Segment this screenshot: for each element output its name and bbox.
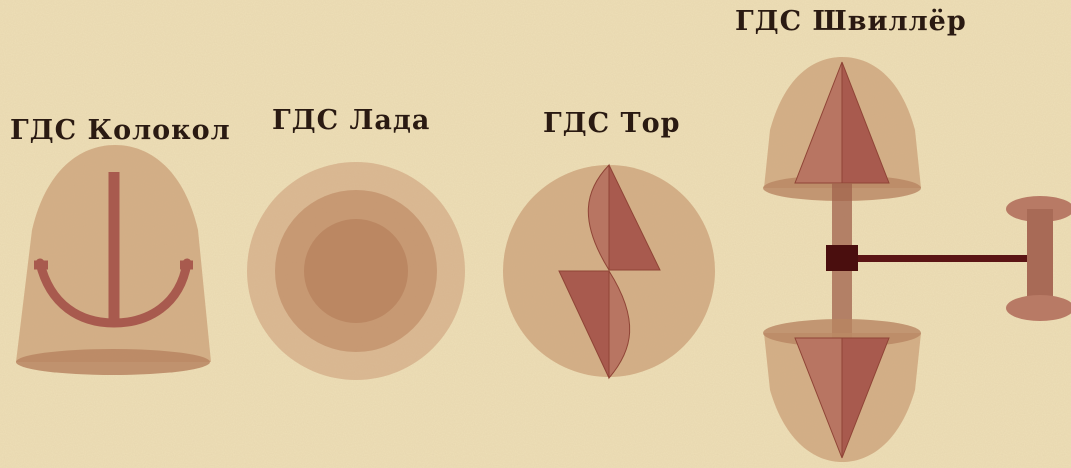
shviller-coupling [826, 245, 858, 271]
label-kolokol: ГДС Колокол [10, 115, 231, 146]
figure-lada [247, 162, 465, 380]
spool-bottom-flange [1006, 295, 1071, 321]
label-tor: ГДС Тор [543, 108, 681, 139]
label-lada: ГДС Лада [272, 105, 430, 136]
figure-tor [503, 165, 715, 378]
spool-core [1027, 209, 1053, 309]
label-shviller: ГДС Швиллёр [735, 6, 967, 37]
lada-inner-circle [304, 219, 408, 323]
shviller-rod [858, 255, 1030, 262]
bell-base-ellipse [16, 349, 210, 375]
